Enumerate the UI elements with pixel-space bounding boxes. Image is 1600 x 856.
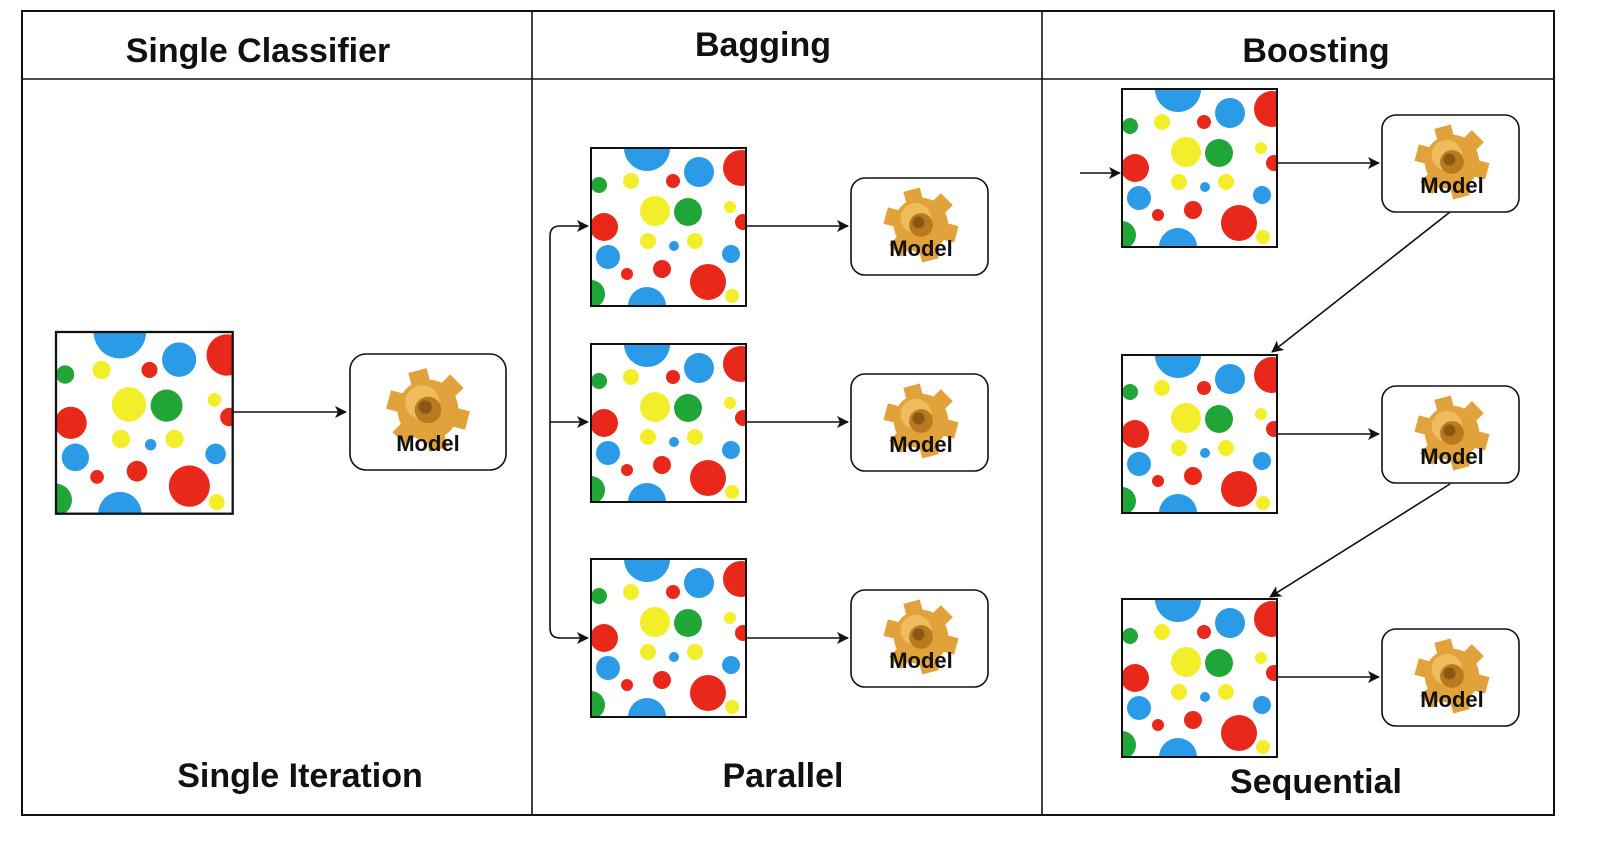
arrow-bag-to-sample-3 — [549, 424, 589, 644]
model-label: Model — [1420, 687, 1484, 712]
dataset-dots-icon — [577, 321, 759, 521]
dataset-dots-icon — [1108, 332, 1290, 532]
model-label: Model — [1420, 444, 1484, 469]
model-label: Model — [889, 432, 953, 457]
model-box: Model — [850, 177, 989, 276]
header-boosting: Boosting — [1242, 32, 1389, 70]
model-label: Model — [1420, 173, 1484, 198]
model-box: Model — [850, 589, 989, 688]
header-single-classifier: Single Classifier — [126, 32, 391, 70]
model-box: Model — [349, 353, 507, 471]
footer-parallel: Parallel — [723, 757, 844, 795]
footer-single-iteration: Single Iteration — [177, 757, 423, 795]
model-label: Model — [889, 236, 953, 261]
model-box: Model — [1381, 628, 1520, 727]
model-box: Model — [1381, 114, 1520, 213]
arrow-bag-to-sample-1 — [549, 220, 589, 424]
arrow-model-2-to-boost-3 — [1269, 483, 1451, 598]
dataset-dots-icon — [1108, 66, 1290, 266]
arrow-model-1-to-boost-2 — [1271, 211, 1451, 353]
header-bagging: Bagging — [695, 26, 831, 64]
model-label: Model — [396, 431, 460, 456]
model-box: Model — [1381, 385, 1520, 484]
dataset-dots-icon — [1108, 576, 1290, 776]
dataset-dots-icon — [577, 125, 759, 325]
model-box: Model — [850, 373, 989, 472]
dataset-dots-icon — [40, 306, 247, 536]
model-label: Model — [889, 648, 953, 673]
diagram-frame — [21, 10, 1555, 816]
dataset-dots-icon — [577, 536, 759, 736]
footer-sequential: Sequential — [1230, 763, 1402, 801]
